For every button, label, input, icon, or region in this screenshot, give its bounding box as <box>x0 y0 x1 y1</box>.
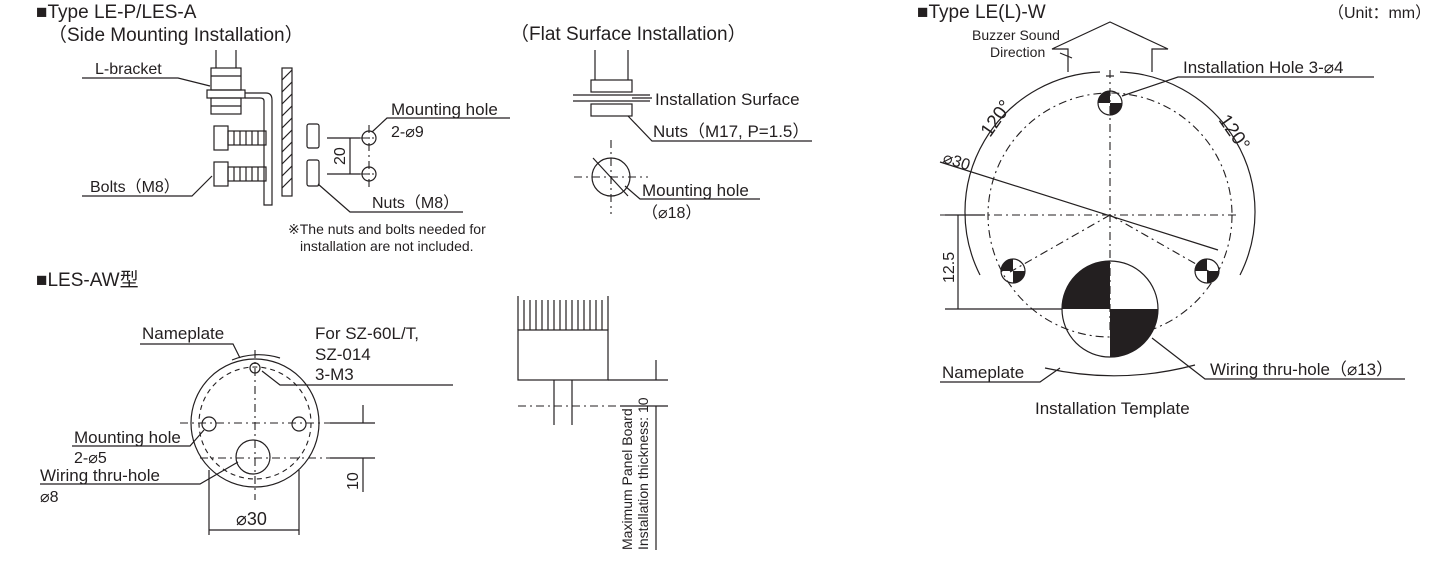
side-title-line2: （Side Mounting Installation） <box>48 24 304 46</box>
note-line2: installation are not included. <box>300 238 474 254</box>
dim-12-5: 12.5 <box>941 252 958 283</box>
nuts-label: Nuts（M8） <box>372 194 459 212</box>
install-hole-label: Installation Hole 3-⌀4 <box>1183 58 1344 77</box>
aw-wiring-hole-label: Wiring thru-hole <box>40 466 160 485</box>
flat-title: （Flat Surface Installation） <box>510 23 747 45</box>
buzzer-line2: Direction <box>990 44 1045 60</box>
nut-lower <box>306 159 320 187</box>
wiring-hole-target <box>1061 260 1159 358</box>
note-line1: ※The nuts and bolts needed for <box>288 221 486 237</box>
mounting-hole-label: Mounting hole <box>391 100 498 119</box>
angle-left-label: 120° <box>977 97 1017 141</box>
les-aw-group: ■LES-AW型 Nameplate For SZ-60L/T, SZ-014 … <box>36 269 668 550</box>
right-wiring-hole-label: Wiring thru-hole（⌀13） <box>1210 360 1393 379</box>
install-hole-right <box>1194 258 1220 284</box>
installation-surface-label: Installation Surface <box>655 90 800 109</box>
wall-hatch <box>281 67 293 197</box>
aw-dim-10: 10 <box>345 472 362 490</box>
dim-20: 20 <box>332 147 349 165</box>
l-bracket-shape <box>245 92 273 206</box>
mounting-hole-spec: 2-⌀9 <box>391 124 424 141</box>
nuts-m17-label: Nuts（M17, P=1.5） <box>653 122 809 141</box>
aw-wiring-hole <box>235 439 271 475</box>
aw-side-view: Maximum Panel Board Installation thickne… <box>517 296 668 550</box>
flat-mounting-hole-spec: （⌀18） <box>642 204 701 222</box>
type-lelw-group: ■Type LE(L)-W （Unit：mm） Buzzer Sound Dir… <box>917 2 1431 418</box>
flat-mounting-hole-label: Mounting hole <box>642 181 749 200</box>
aw-for-line1: For SZ-60L/T, <box>315 324 419 343</box>
bolt-lower <box>213 161 267 187</box>
aw-mounting-hole-spec: 2-⌀5 <box>74 450 107 467</box>
nut-upper <box>306 123 320 149</box>
outer-arc <box>964 71 1101 276</box>
side-title-line1: ■Type LE-P/LES-A <box>36 2 197 23</box>
install-hole-left <box>1000 258 1026 284</box>
flat-mounting-group: （Flat Surface Installation） Installation… <box>510 23 812 222</box>
unit-label: （Unit：mm） <box>1328 4 1431 22</box>
dia-30-label: ⌀30 <box>941 150 972 175</box>
aw-nameplate-label: Nameplate <box>142 324 224 343</box>
right-nameplate-label: Nameplate <box>942 363 1024 382</box>
bolt-upper <box>213 125 267 151</box>
aw-panel-line2: Installation thickness: 10 <box>635 397 651 550</box>
angle-right-label: 120° <box>1214 111 1254 155</box>
side-buzzer-body <box>206 50 246 115</box>
aw-for-line3: 3-M3 <box>315 365 354 384</box>
aw-title: ■LES-AW型 <box>36 269 139 291</box>
buzzer-direction-arrow <box>1051 21 1169 72</box>
template-caption: Installation Template <box>1035 399 1190 418</box>
aw-panel-line1: Maximum Panel Board <box>619 408 635 550</box>
aw-mounting-hole-label: Mounting hole <box>74 428 181 447</box>
lelw-title: ■Type LE(L)-W <box>917 2 1046 23</box>
bolts-label: Bolts（M8） <box>90 178 180 196</box>
l-bracket-label: L-bracket <box>95 61 162 78</box>
side-mounting-group: ■Type LE-P/LES-A （Side Mounting Installa… <box>36 2 510 254</box>
aw-wiring-hole-spec: ⌀8 <box>40 489 59 506</box>
aw-for-line2: SZ-014 <box>315 345 371 364</box>
install-hole-top <box>1097 90 1123 116</box>
aw-dim-30: ⌀30 <box>236 509 267 529</box>
buzzer-line1: Buzzer Sound <box>972 27 1060 43</box>
